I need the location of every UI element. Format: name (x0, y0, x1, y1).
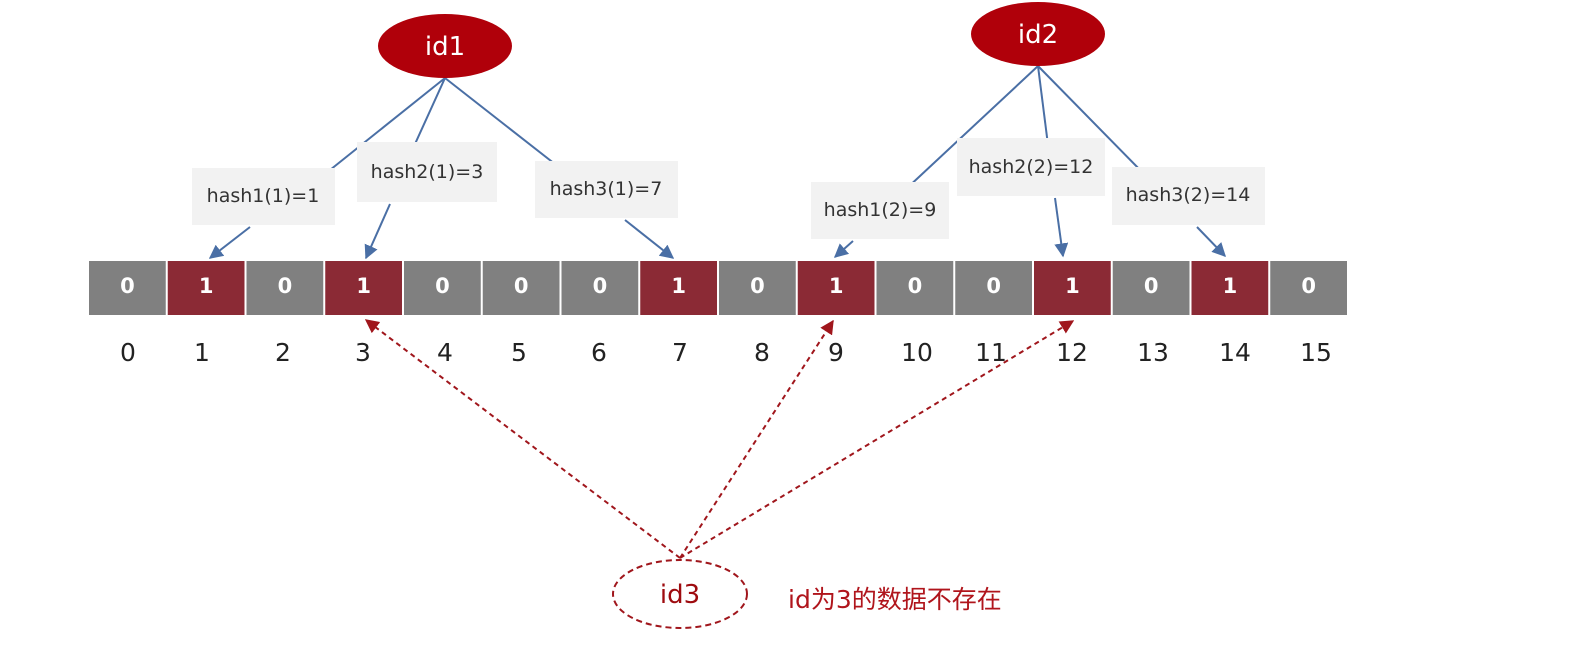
hash-label: hash3(2)=14 (1126, 184, 1251, 206)
query-note: id为3的数据不存在 (788, 585, 1002, 614)
bit-index: 15 (1300, 338, 1332, 367)
bit-value: 0 (278, 274, 293, 298)
tree-lines (329, 65, 1146, 191)
bit-value: 0 (435, 274, 450, 298)
tree-line-id2-hash2 (1037, 65, 1049, 146)
bit-index: 4 (437, 338, 453, 367)
bit-value: 0 (750, 274, 765, 298)
query-node-id3: id3 (612, 559, 748, 629)
bit-value: 1 (1223, 274, 1238, 298)
bit-index: 8 (754, 338, 770, 367)
tree-line-id2-hash3 (1037, 65, 1146, 176)
bit-cell (89, 261, 166, 315)
node-ellipse (971, 2, 1105, 66)
hash-arrows (208, 197, 1226, 260)
bit-value: 0 (1144, 274, 1159, 298)
bit-cell (955, 261, 1032, 315)
bit-index: 14 (1219, 338, 1251, 367)
bit-cell (719, 261, 796, 315)
bit-value: 1 (199, 274, 214, 298)
hash-label: hash1(1)=1 (207, 185, 320, 207)
bit-cell (1034, 261, 1111, 315)
bit-cell (482, 261, 560, 315)
bit-index: 1 (194, 338, 210, 367)
hash-label: hash2(2)=12 (969, 156, 1094, 178)
bit-value: 0 (514, 274, 529, 298)
bit-cell (325, 261, 402, 315)
bit-value: 1 (1065, 274, 1080, 298)
bit-index: 9 (828, 338, 844, 367)
hash-arrow-to-1 (208, 226, 251, 259)
query-arrows (364, 319, 1075, 559)
bit-index: 6 (591, 338, 607, 367)
bit-array: 0 1 0 1 0 0 0 1 0 1 0 0 1 0 1 0 (89, 261, 1347, 315)
tree-line-id2-hash1 (904, 65, 1039, 191)
bit-cell (561, 261, 639, 315)
query-arrow-to-3 (364, 319, 681, 559)
hash-box (192, 168, 335, 225)
bit-index: 12 (1056, 338, 1088, 367)
hash-label: hash3(1)=7 (550, 178, 663, 200)
bit-cell (167, 261, 245, 315)
hash-arrow-to-9 (833, 240, 854, 258)
bit-cell (246, 261, 324, 315)
hash-labels: hash1(1)=1 hash2(1)=3 hash3(1)=7 hash1(2… (192, 138, 1265, 239)
bit-cell (797, 261, 875, 315)
bit-cell (1112, 261, 1190, 315)
hash-arrow-to-3 (364, 203, 391, 260)
query-arrow-to-12 (679, 320, 1075, 559)
hash-arrow-to-14 (1196, 226, 1226, 258)
bit-value: 1 (356, 274, 371, 298)
bit-cell (876, 261, 954, 315)
hash-label: hash2(1)=3 (371, 161, 484, 183)
bit-index: 3 (355, 338, 371, 367)
hash-label: hash1(2)=9 (824, 199, 937, 221)
bit-index: 5 (511, 338, 527, 367)
bit-index: 13 (1137, 338, 1169, 367)
node-label: id1 (425, 32, 465, 62)
bit-value: 1 (829, 274, 844, 298)
bit-index: 11 (975, 338, 1007, 367)
query-arrow-to-9 (679, 319, 834, 559)
bit-value: 0 (120, 274, 135, 298)
hash-box (811, 182, 949, 239)
hash-box (535, 161, 678, 218)
bit-value: 1 (671, 274, 686, 298)
bit-index: 7 (672, 338, 688, 367)
query-ellipse (612, 559, 748, 629)
hash-box (1112, 167, 1265, 225)
hash-arrow-to-12 (1054, 197, 1069, 258)
bit-cell (1191, 261, 1269, 315)
bit-value: 0 (986, 274, 1001, 298)
hash-box (957, 138, 1105, 196)
tree-line-id1-hash1 (329, 77, 446, 171)
bit-value: 0 (1301, 274, 1316, 298)
bit-cell (640, 261, 717, 315)
bit-index: 0 (120, 338, 136, 367)
tree-line-id1-hash3 (444, 77, 561, 169)
bit-index: 10 (901, 338, 933, 367)
node-id1: id1 (378, 14, 512, 78)
node-id2: id2 (971, 2, 1105, 66)
hash-box (357, 142, 497, 202)
bit-value: 0 (593, 274, 608, 298)
bit-index: 2 (275, 338, 291, 367)
node-ellipse (378, 14, 512, 78)
bit-cell (1270, 261, 1347, 315)
query-label: id3 (660, 580, 700, 610)
node-label: id2 (1018, 20, 1058, 50)
bit-cell (404, 261, 481, 315)
hash-arrow-to-7 (624, 219, 675, 259)
bit-value: 0 (908, 274, 923, 298)
